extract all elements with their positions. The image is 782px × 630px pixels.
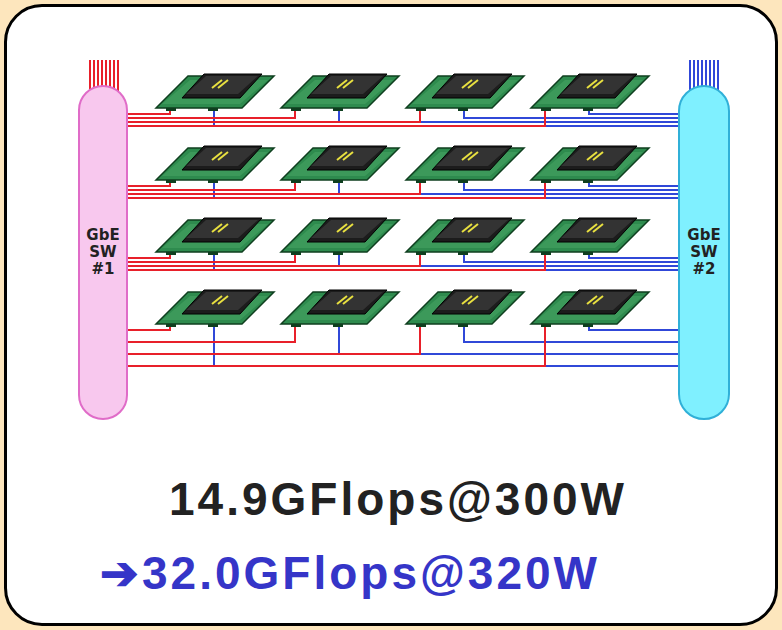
cable [126,326,295,342]
cable [126,182,295,190]
network-switch: GbE SW #2 [678,85,730,420]
network-switch: GbE SW #1 [78,85,128,420]
cable [214,326,680,366]
compute-board [281,146,399,183]
compute-board [156,218,274,255]
cable [126,182,170,186]
cable [464,254,680,262]
cable [126,110,420,122]
cable [464,182,680,190]
compute-board [156,74,274,111]
compute-board [406,74,524,111]
cable [339,326,680,354]
cable [589,254,680,258]
cable [126,326,420,354]
cable [126,254,420,266]
cable [117,60,119,92]
compute-board [406,218,524,255]
compute-board [531,218,649,255]
cable [126,326,545,366]
compute-board [156,290,274,327]
cable [339,110,680,122]
compute-board [531,74,649,111]
compute-board [156,146,274,183]
compute-board [406,146,524,183]
cable [126,110,295,118]
cable [464,110,680,118]
cable [589,182,680,186]
switch-label: GbE SW #2 [684,227,724,279]
performance-label: ➔32.0GFlops@320W [100,546,600,600]
cable [717,60,719,92]
cable [126,110,170,114]
compute-board [406,290,524,327]
cable [126,326,170,330]
cable [126,182,545,198]
cable [126,110,545,126]
switch-label: GbE SW #1 [83,227,123,279]
cable [126,254,545,270]
compute-board [281,74,399,111]
compute-board [531,290,649,327]
compute-board [281,290,399,327]
cable [464,326,680,342]
cable [589,326,680,330]
performance-label: 14.9GFlops@300W [169,472,627,526]
cable [126,254,295,262]
cable [339,182,680,194]
cable [126,254,170,258]
cable [339,254,680,266]
cable [589,110,680,114]
cable [126,182,420,194]
compute-board [281,218,399,255]
compute-board [531,146,649,183]
